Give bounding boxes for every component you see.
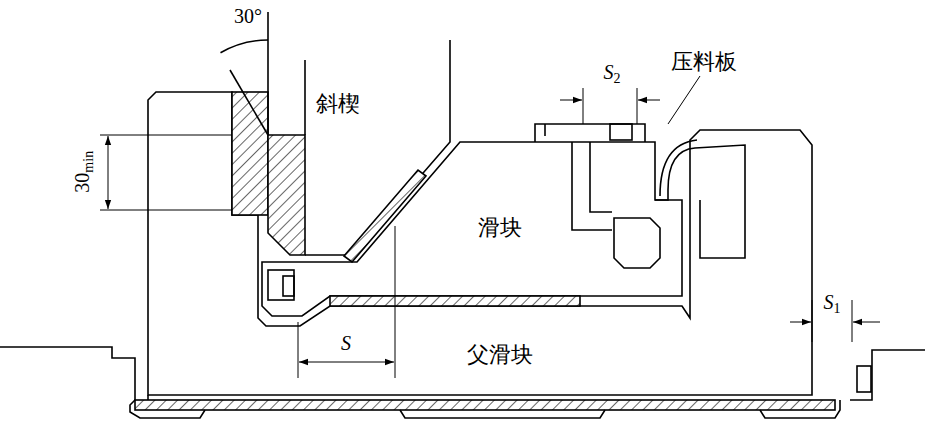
dimension-label: 30min bbox=[72, 151, 96, 193]
dimension-label: S bbox=[341, 333, 351, 353]
part-name: 父滑块 bbox=[467, 344, 533, 366]
part-name: 滑块 bbox=[478, 217, 522, 239]
dimension-label: S2 bbox=[604, 62, 621, 86]
angle-label: 30° bbox=[234, 6, 262, 26]
part-name: 斜楔 bbox=[316, 93, 360, 115]
dimension-label: S1 bbox=[824, 292, 841, 316]
part-name: 压料板 bbox=[671, 51, 737, 73]
